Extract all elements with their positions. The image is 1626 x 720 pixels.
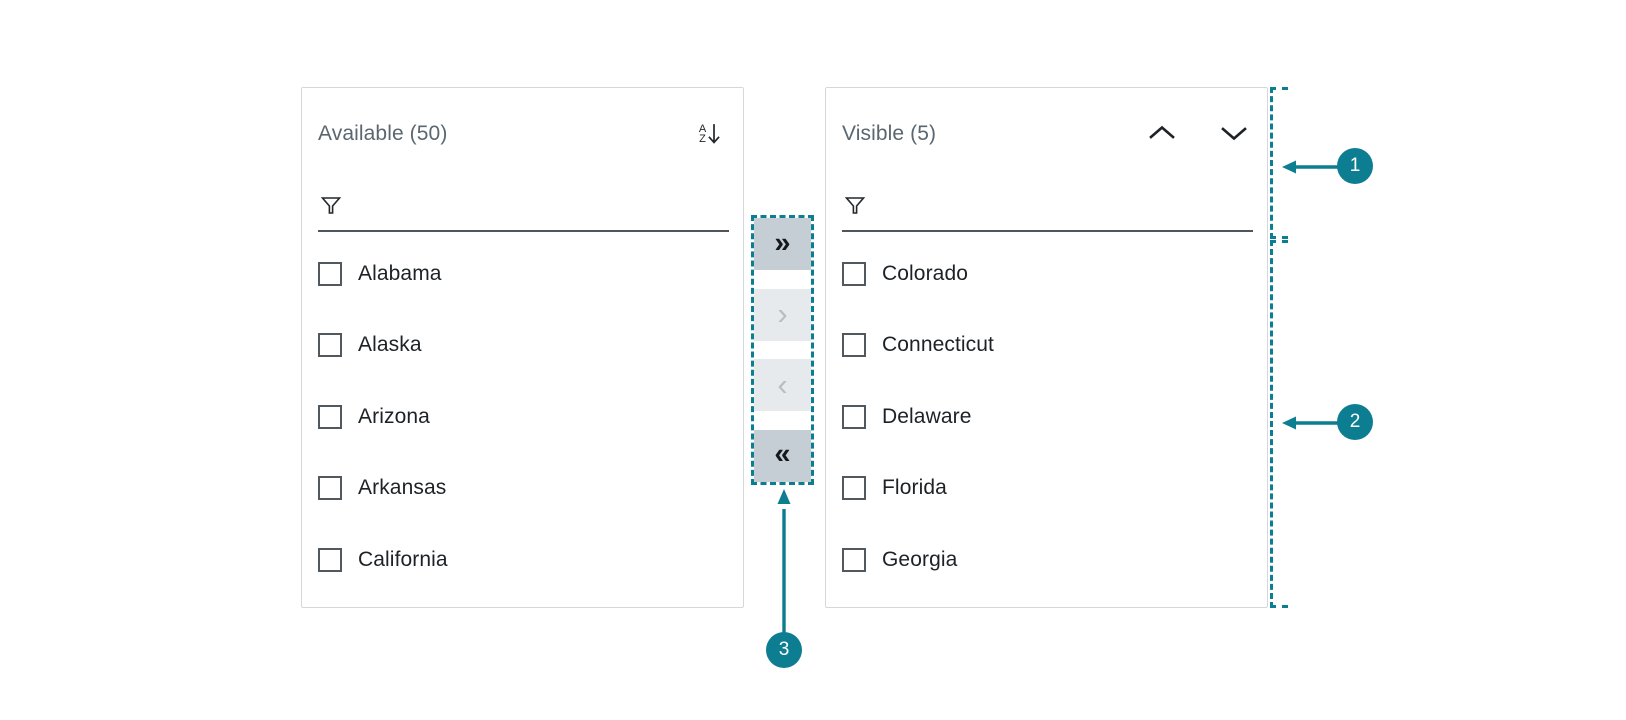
checkbox[interactable] bbox=[318, 404, 342, 429]
sort-letter-bottom: Z bbox=[699, 133, 706, 145]
chevron-down-icon bbox=[1219, 122, 1249, 147]
move-selected-left-button[interactable]: ‹ bbox=[754, 359, 811, 412]
annotation-badge-label: 1 bbox=[1349, 155, 1361, 176]
annotation-arrow-3 bbox=[777, 489, 791, 639]
chevron-up-icon bbox=[1147, 122, 1177, 147]
list-item[interactable]: Georgia bbox=[842, 524, 1251, 596]
sort-letter-top: A bbox=[698, 123, 707, 135]
sort-alpha-ascending-icon: A Z bbox=[699, 123, 721, 145]
available-panel: Available (50) A Z bbox=[301, 87, 744, 608]
list-item-label: Arkansas bbox=[358, 476, 447, 500]
available-panel-header: Available (50) A Z bbox=[302, 88, 743, 180]
move-up-button[interactable] bbox=[1145, 117, 1179, 151]
annotation-badge-label: 3 bbox=[778, 639, 790, 660]
list-item[interactable]: Florida bbox=[842, 453, 1251, 525]
chevron-right-icon: › bbox=[777, 296, 788, 332]
sort-alpha-ascending-button[interactable]: A Z bbox=[693, 117, 727, 151]
checkbox[interactable] bbox=[842, 476, 866, 501]
available-filter-row[interactable] bbox=[318, 180, 729, 232]
available-header-actions: A Z bbox=[693, 117, 727, 151]
transfer-button-column: » › ‹ « bbox=[754, 218, 811, 482]
list-item[interactable]: California bbox=[318, 524, 727, 596]
annotation-badge-label: 2 bbox=[1349, 411, 1361, 432]
visible-list: Colorado Connecticut Delaware Florida Ge… bbox=[826, 238, 1267, 596]
list-item-label: Delaware bbox=[882, 404, 972, 428]
list-item-label: Colorado bbox=[882, 261, 969, 285]
list-item[interactable]: Colorado bbox=[842, 238, 1251, 310]
visible-filter-row[interactable] bbox=[842, 180, 1253, 232]
annotation-arrow-2 bbox=[1282, 416, 1342, 430]
checkbox[interactable] bbox=[318, 547, 342, 572]
available-panel-title: Available (50) bbox=[318, 122, 448, 145]
visible-panel: Visible (5) bbox=[825, 87, 1268, 608]
visible-panel-title: Visible (5) bbox=[842, 122, 937, 145]
visible-header-actions bbox=[1145, 117, 1251, 151]
list-item-label: Georgia bbox=[882, 547, 958, 571]
checkbox[interactable] bbox=[842, 404, 866, 429]
list-item[interactable]: Connecticut bbox=[842, 310, 1251, 382]
move-down-button[interactable] bbox=[1217, 117, 1251, 151]
annotation-badge-2[interactable]: 2 bbox=[1337, 404, 1373, 440]
move-all-right-button[interactable]: » bbox=[754, 218, 811, 270]
list-item[interactable]: Delaware bbox=[842, 381, 1251, 453]
visible-filter-input[interactable] bbox=[868, 189, 1253, 221]
annotation-region-2 bbox=[1270, 240, 1288, 608]
visible-panel-header: Visible (5) bbox=[826, 88, 1267, 180]
available-list: Alabama Alaska Arizona Arkansas Californ… bbox=[302, 238, 743, 596]
annotation-arrow-1 bbox=[1282, 160, 1342, 174]
list-item[interactable]: Arizona bbox=[318, 381, 727, 453]
double-chevron-right-icon: » bbox=[774, 226, 791, 259]
checkbox[interactable] bbox=[318, 261, 342, 286]
checkbox[interactable] bbox=[842, 547, 866, 572]
annotation-region-1 bbox=[1270, 87, 1288, 239]
checkbox[interactable] bbox=[842, 261, 866, 286]
list-item-label: Alaska bbox=[358, 333, 422, 357]
list-item[interactable]: Alabama bbox=[318, 238, 727, 310]
move-selected-right-button[interactable]: › bbox=[754, 288, 811, 341]
list-item[interactable]: Alaska bbox=[318, 310, 727, 382]
available-filter-input[interactable] bbox=[344, 189, 729, 221]
list-item[interactable]: Arkansas bbox=[318, 453, 727, 525]
list-item-label: Connecticut bbox=[882, 333, 994, 357]
filter-funnel-icon bbox=[318, 192, 344, 218]
checkbox[interactable] bbox=[318, 476, 342, 501]
list-item-label: Florida bbox=[882, 476, 947, 500]
double-chevron-left-icon: « bbox=[774, 438, 791, 471]
move-all-left-button[interactable]: « bbox=[754, 429, 811, 482]
checkbox[interactable] bbox=[318, 333, 342, 358]
list-item-label: Alabama bbox=[358, 261, 442, 285]
checkbox[interactable] bbox=[842, 333, 866, 358]
list-item-label: Arizona bbox=[358, 404, 430, 428]
chevron-left-icon: ‹ bbox=[777, 366, 788, 402]
filter-funnel-icon bbox=[842, 192, 868, 218]
list-item-label: California bbox=[358, 547, 448, 571]
annotation-badge-1[interactable]: 1 bbox=[1337, 148, 1373, 184]
annotation-badge-3[interactable]: 3 bbox=[766, 632, 802, 668]
